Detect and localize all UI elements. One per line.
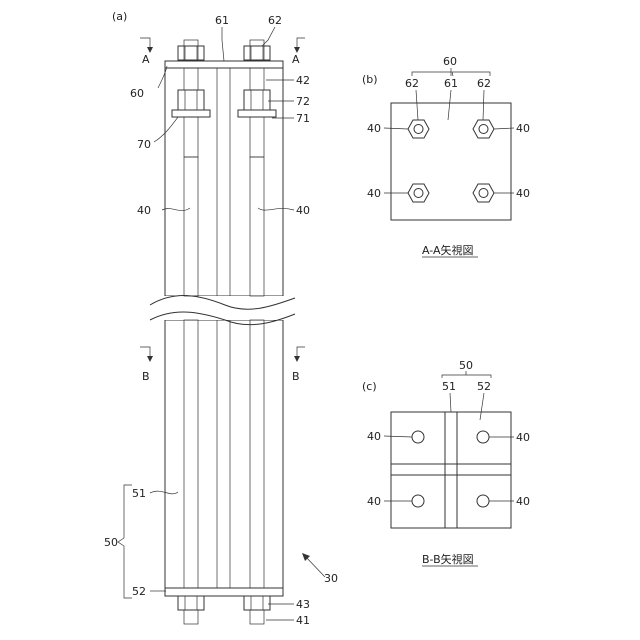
label-40-left: 40 xyxy=(137,204,151,217)
label-50-a: 50 xyxy=(104,536,118,549)
label-61: 61 xyxy=(215,14,229,27)
label-40-c-br: 40 xyxy=(516,495,530,508)
label-60: 60 xyxy=(130,87,144,100)
caption-b-b: B-B矢視図 xyxy=(422,552,474,566)
base-section-plan xyxy=(391,412,511,528)
label-52: 52 xyxy=(132,585,146,598)
label-30: 30 xyxy=(324,572,338,585)
panel-b-label: (b) xyxy=(362,73,378,86)
label-41: 41 xyxy=(296,614,310,627)
section-label-a-left: A xyxy=(142,53,150,66)
section-label-b-left: B xyxy=(142,370,150,383)
label-40-b-bl: 40 xyxy=(367,187,381,200)
label-43: 43 xyxy=(296,598,310,611)
label-52-c: 52 xyxy=(477,380,491,393)
section-label-b-right: B xyxy=(292,370,300,383)
caption-a-a: A-A矢視図 xyxy=(422,243,474,257)
label-42: 42 xyxy=(296,74,310,87)
label-60-b: 60 xyxy=(443,55,457,68)
tension-rod-right xyxy=(238,40,276,624)
label-51: 51 xyxy=(132,487,146,500)
column-body xyxy=(165,68,283,588)
label-40-right: 40 xyxy=(296,204,310,217)
top-plate xyxy=(165,61,283,68)
panel-a-label: (a) xyxy=(112,10,127,23)
label-62-b-left: 62 xyxy=(405,77,419,90)
section-label-a-right: A xyxy=(292,53,300,66)
panel-c-label: (c) xyxy=(362,380,377,393)
top-plate-plan xyxy=(391,103,511,220)
label-40-c-bl: 40 xyxy=(367,495,381,508)
bottom-plate xyxy=(165,588,283,596)
tension-rod-left xyxy=(172,40,210,624)
label-40-b-tl: 40 xyxy=(367,122,381,135)
label-40-c-tr: 40 xyxy=(516,431,530,444)
label-40-b-br: 40 xyxy=(516,187,530,200)
label-51-c: 51 xyxy=(442,380,456,393)
leader-lines-a xyxy=(118,27,325,620)
label-62-b-right: 62 xyxy=(477,77,491,90)
label-50-c: 50 xyxy=(459,359,473,372)
label-71: 71 xyxy=(296,112,310,125)
label-40-c-tl: 40 xyxy=(367,430,381,443)
label-61-b: 61 xyxy=(444,77,458,90)
label-40-b-tr: 40 xyxy=(516,122,530,135)
label-72: 72 xyxy=(296,95,310,108)
label-62: 62 xyxy=(268,14,282,27)
label-70: 70 xyxy=(137,138,151,151)
